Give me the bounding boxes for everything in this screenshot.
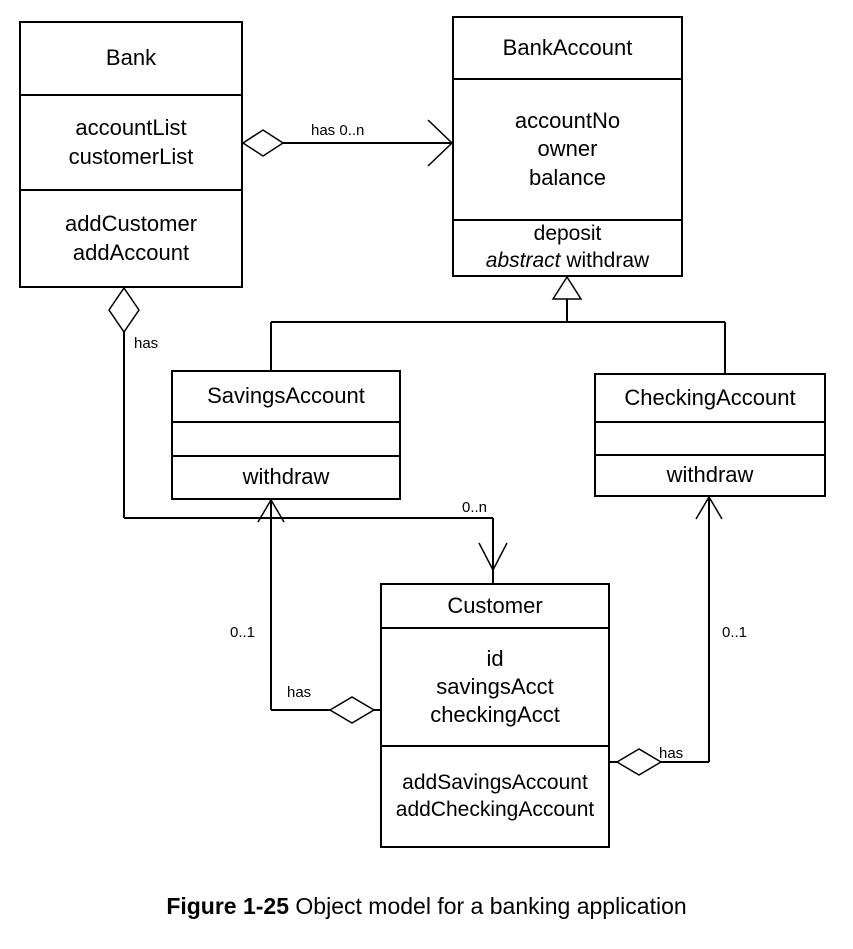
edge-label-bank-has-customers: has xyxy=(134,335,159,352)
bank-operations-compartment: addCustomer addAccount xyxy=(21,189,241,286)
attribute-owner: owner xyxy=(537,136,598,162)
savings-operations-compartment: withdraw xyxy=(173,455,399,498)
operation-abstract-withdraw: abstract withdraw xyxy=(486,248,649,275)
bank-account-attributes-compartment: accountNo owner balance xyxy=(454,77,681,219)
class-box-bank[interactable]: Bank accountList customerList addCustome… xyxy=(19,21,243,288)
figure-title: Object model for a banking application xyxy=(295,893,687,919)
class-name-customer: Customer xyxy=(447,592,543,618)
savings-name-compartment: SavingsAccount xyxy=(173,372,399,421)
operation-addCheckingAccount: addCheckingAccount xyxy=(395,797,595,821)
attribute-balance: balance xyxy=(528,164,607,190)
operation-addSavingsAccount: addSavingsAccount xyxy=(402,770,588,794)
savings-attributes-compartment xyxy=(173,421,399,455)
class-box-savings-account[interactable]: SavingsAccount withdraw xyxy=(171,370,401,500)
class-box-checking-account[interactable]: CheckingAccount withdraw xyxy=(594,373,826,497)
class-name-checking-account: CheckingAccount xyxy=(624,384,796,410)
attribute-savingsAcct: savingsAcct xyxy=(436,673,554,699)
class-box-customer[interactable]: Customer id savingsAcct checkingAcct add… xyxy=(380,583,610,848)
abstract-keyword: abstract xyxy=(485,249,561,273)
attribute-customerList: customerList xyxy=(68,143,194,169)
attribute-checkingAcct: checkingAcct xyxy=(430,702,560,728)
class-name-bank-account: BankAccount xyxy=(502,34,633,60)
checking-attributes-compartment xyxy=(596,421,824,454)
operation-savings-withdraw: withdraw xyxy=(242,464,330,490)
edge-label-customer-multiplicity-0n: 0..n xyxy=(462,499,488,516)
bank-account-name-compartment: BankAccount xyxy=(454,18,681,78)
figure-caption: Figure 1-25 Object model for a banking a… xyxy=(0,893,853,920)
class-box-bank-account[interactable]: BankAccount accountNo owner balance depo… xyxy=(452,16,683,277)
bank-account-operations-compartment: deposit abstract withdraw xyxy=(454,219,681,275)
checking-operations-compartment: withdraw xyxy=(596,454,824,495)
bank-attributes-compartment: accountList customerList xyxy=(21,94,241,189)
operation-addAccount: addAccount xyxy=(72,239,190,265)
edge-label-savings-multiplicity-01: 0..1 xyxy=(230,624,256,641)
operation-withdraw-name: withdraw xyxy=(566,249,650,273)
operation-addCustomer: addCustomer xyxy=(64,211,198,237)
operation-checking-withdraw: withdraw xyxy=(666,462,754,488)
operation-deposit: deposit xyxy=(533,222,602,246)
customer-attributes-compartment: id savingsAcct checkingAcct xyxy=(382,627,608,745)
figure-number: Figure 1-25 xyxy=(166,893,290,919)
class-name-savings-account: SavingsAccount xyxy=(207,383,365,409)
customer-name-compartment: Customer xyxy=(382,585,608,627)
checking-name-compartment: CheckingAccount xyxy=(596,375,824,421)
edge-label-savings-has: has xyxy=(287,684,312,701)
edge-label-bank-has-accounts: has 0..n xyxy=(311,122,365,139)
edge-label-checking-multiplicity-01: 0..1 xyxy=(722,624,748,641)
bank-name-compartment: Bank xyxy=(21,23,241,94)
attribute-accountNo: accountNo xyxy=(514,108,621,134)
edge-label-checking-has: has xyxy=(659,745,684,762)
customer-operations-compartment: addSavingsAccount addCheckingAccount xyxy=(382,745,608,846)
class-name-bank: Bank xyxy=(105,45,157,71)
attribute-accountList: accountList xyxy=(75,115,187,141)
attribute-id: id xyxy=(486,645,504,671)
